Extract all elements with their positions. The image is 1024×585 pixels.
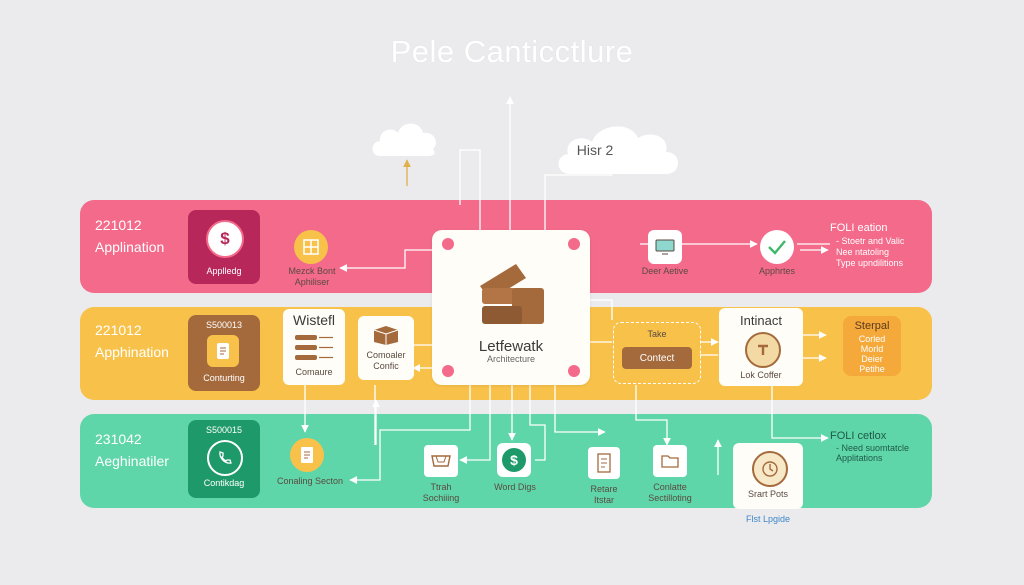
clock-icon [752,451,788,487]
pin-icon [568,365,580,377]
intinact-card[interactable]: Intinact Lok Coffer [719,308,803,386]
footer-link[interactable]: Flst Lpgide [745,514,791,524]
card-label: Srart Pots [747,489,788,499]
center-subtitle: Architecture [486,354,536,364]
tile-label: Applledg [206,266,242,276]
center-title: Letfewatk [478,338,544,355]
node-label: Mezck Bont Aphiliser [288,266,336,287]
side-line: Morld [860,344,884,354]
document-icon [207,335,239,367]
card-title: Intinact [740,313,782,328]
application-tile[interactable]: $ Applledg [188,210,260,284]
phone-icon [207,440,243,476]
cloud-label: Hisr 2 [576,142,614,158]
contect-button[interactable]: Contect [622,347,692,369]
sterpal-tile[interactable]: Sterpal Corled Morld Deier Petihe [843,316,901,376]
band-code: 221012 [95,217,142,233]
page-title: Pele Canticctlure [390,34,634,69]
tile-code: S500013 [205,320,243,330]
contect-label: Contect [639,352,675,364]
node-label: Conlatte Sectilloting [648,482,692,503]
conturting-tile[interactable]: S500013 Conturting [188,315,260,391]
band-name: Aeghinatiler [95,453,169,469]
tile-label: Conturting [203,373,245,383]
center-architecture-card[interactable]: Letfewatk Architecture [432,230,590,385]
card-label: Comoaler Confic [366,350,406,371]
side-line: Petihe [859,364,885,374]
note-title: FOLI eation [830,222,888,234]
dollar-icon: $ [206,220,244,258]
check-icon[interactable] [760,230,794,264]
list-icon [295,335,333,360]
monitor-icon[interactable] [648,230,682,264]
band-code: 231042 [95,431,142,447]
wistefl-card[interactable]: Wistefl Comaure [283,309,345,385]
dash-label: Take [647,329,667,339]
side-line: Deier [861,354,883,364]
receipt-icon[interactable] [588,447,620,479]
pin-icon [442,365,454,377]
band-code: 221012 [95,322,142,338]
contikdag-tile[interactable]: S500015 Contikdag [188,420,260,498]
node-label: Deer Aetive [641,266,689,276]
box-icon [373,326,399,345]
note-line: - Stoetr and Valic [836,236,905,246]
cloud-icon [558,126,678,174]
cloud-icon [372,123,437,156]
pin-icon [442,238,454,250]
node-label: Conaling Secton [276,476,344,486]
side-line: Corled [858,334,886,344]
pin-icon [568,238,580,250]
start-pots-card[interactable]: Srart Pots [733,443,803,509]
blocks-logo-icon [480,264,544,324]
dollar-icon[interactable]: $ [497,443,531,477]
card-title: Wistefl [293,312,335,328]
band-name: Apphination [95,344,169,360]
band-name: Applination [95,239,165,255]
side-line: Sterpal [854,320,890,332]
grid-icon[interactable] [294,230,328,264]
note-line: Type upndilitions [836,258,904,268]
folder-icon[interactable] [653,445,687,477]
note-line: Nee ntatoling [836,247,890,257]
tile-code: S500015 [205,425,243,435]
card-label: Lok Coffer [740,370,782,380]
node-label: Retare Itstar [590,484,618,505]
take-dashed-box[interactable]: Take Contect [613,322,701,384]
note-title: FOLI cetlox [830,430,887,442]
note-line: Applitations [836,453,883,463]
node-label: Word Digs [494,482,536,492]
comoaler-card[interactable]: Comoaler Confic [358,316,414,380]
pin-badge-icon [745,332,781,368]
card-label: Comaure [295,367,333,377]
tray-icon[interactable] [424,445,458,477]
node-label: Apphrtes [758,266,796,276]
tile-label: Contikdag [203,478,245,488]
note-line: - Need suomtatcle [836,443,910,453]
file-icon[interactable] [290,438,324,472]
node-label: Ttrah Sochiiing [422,482,460,503]
